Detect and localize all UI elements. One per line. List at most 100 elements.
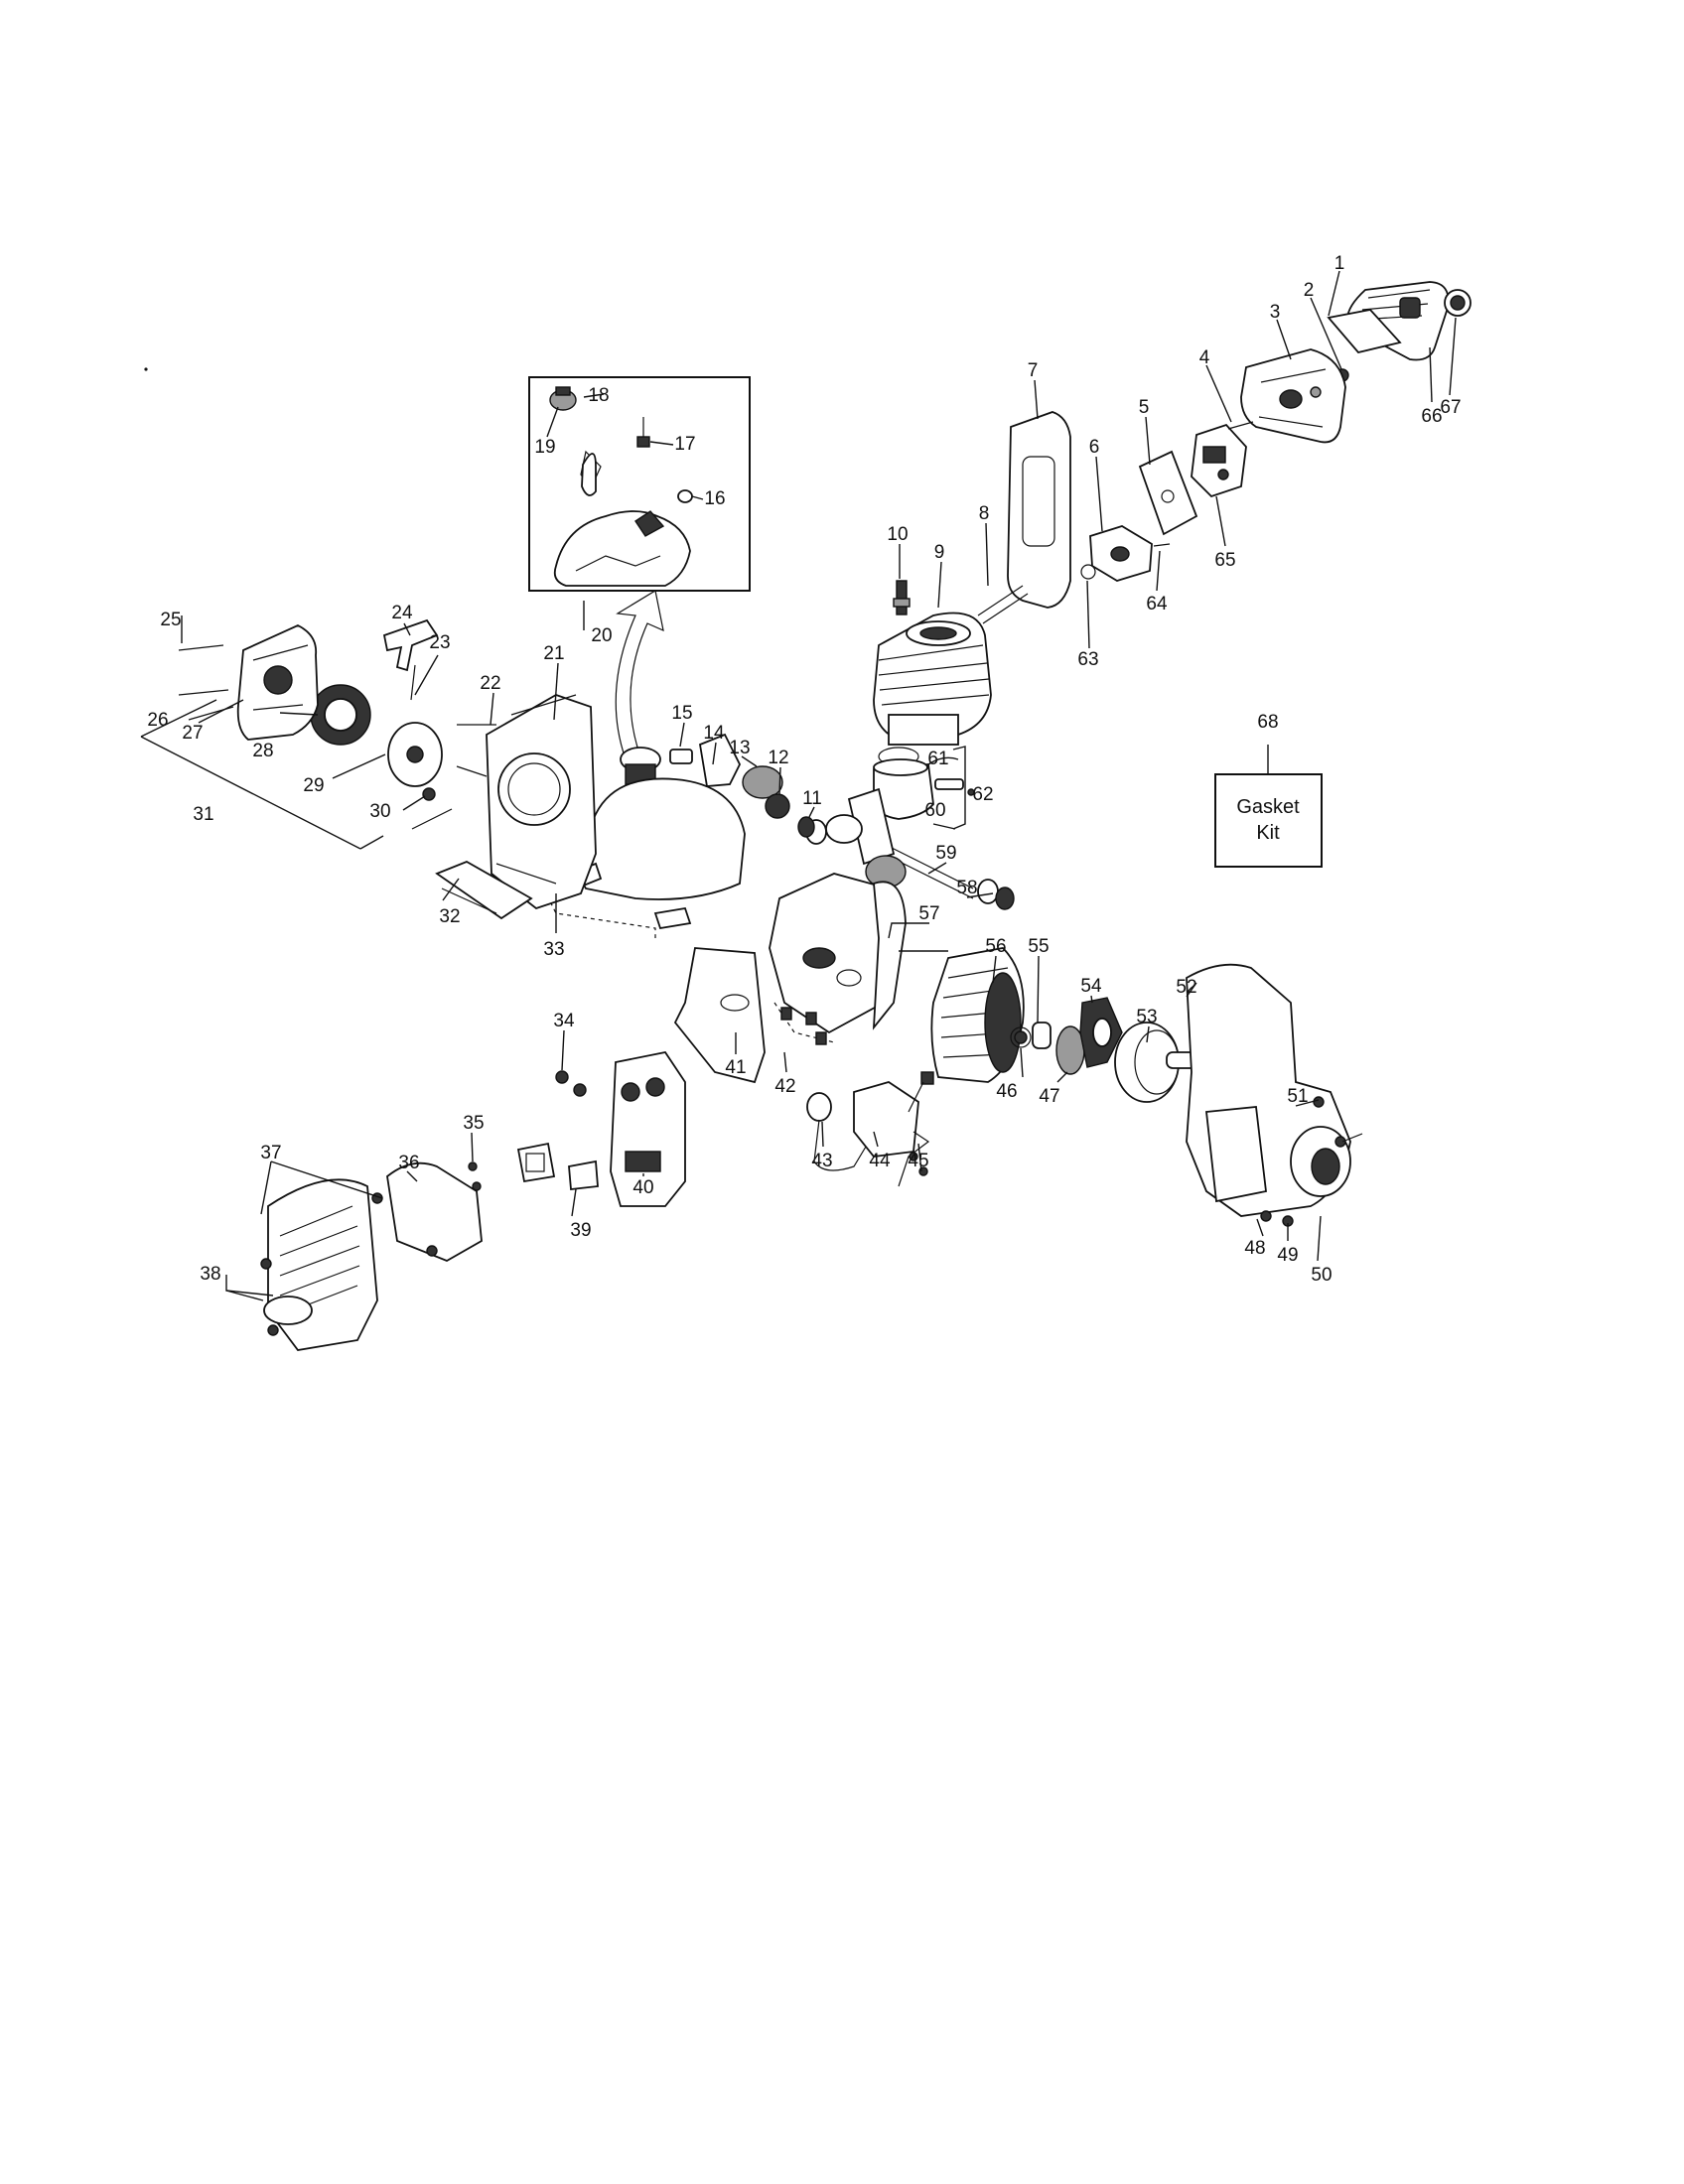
callout-68: 68 [1257, 712, 1278, 733]
callout-16: 16 [704, 488, 725, 509]
callout-7: 7 [1028, 360, 1039, 381]
callout-1: 1 [1334, 253, 1345, 274]
callout-47: 47 [1039, 1086, 1059, 1107]
bracket-lines [140, 601, 966, 850]
callout-labels: 1 2 3 4 5 6 7 8 9 10 11 12 13 14 15 16 1… [147, 253, 1461, 1286]
spark-arrestor-drawing [468, 1142, 599, 1191]
piston-drawing [873, 747, 975, 820]
starter-housing-drawing [486, 694, 597, 910]
callout-5: 5 [1139, 397, 1150, 418]
callout-20: 20 [591, 625, 612, 646]
primer-assembly-drawing [669, 733, 790, 819]
leader-lines [181, 270, 1457, 1301]
callout-17: 17 [674, 434, 695, 455]
callout-53: 53 [1136, 1007, 1157, 1027]
callout-55: 55 [1028, 936, 1049, 957]
callout-9: 9 [934, 542, 945, 563]
flywheel-drawing [930, 947, 1025, 1083]
callout-49: 49 [1277, 1245, 1298, 1266]
callout-65: 65 [1214, 550, 1235, 571]
callout-62: 62 [972, 784, 993, 805]
callout-39: 39 [570, 1220, 591, 1241]
callout-67: 67 [1440, 397, 1461, 418]
callout-52: 52 [1176, 977, 1196, 998]
callout-33: 33 [543, 939, 564, 960]
callout-10: 10 [887, 524, 908, 545]
gasket-kit-box: Gasket Kit [1214, 773, 1323, 868]
fuel-tank-inset-box [528, 376, 751, 592]
callout-14: 14 [703, 723, 725, 744]
clutch-assembly-drawing [1010, 997, 1123, 1075]
stray-dot [144, 367, 148, 371]
callout-35: 35 [463, 1113, 484, 1134]
callout-45: 45 [908, 1151, 928, 1171]
callout-57: 57 [918, 903, 939, 924]
callout-41: 41 [725, 1057, 746, 1078]
callout-2: 2 [1304, 280, 1315, 301]
callout-23: 23 [429, 632, 450, 653]
muffler-drawing [610, 1050, 686, 1207]
callout-28: 28 [252, 741, 273, 761]
callout-26: 26 [147, 710, 168, 731]
spark-plug-drawing [893, 580, 911, 615]
callout-29: 29 [303, 775, 324, 796]
callout-64: 64 [1146, 594, 1168, 614]
fuel-tank-inset-drawing [549, 386, 693, 587]
gasket-kit-line2: Kit [1256, 822, 1280, 844]
callout-59: 59 [935, 843, 956, 864]
crankcase-drawing [769, 873, 907, 1034]
recoil-starter-drawing [178, 618, 443, 787]
callout-6: 6 [1089, 437, 1100, 458]
callout-63: 63 [1077, 649, 1098, 670]
callout-15: 15 [671, 703, 692, 724]
callout-60: 60 [924, 800, 945, 821]
callout-37: 37 [260, 1143, 281, 1163]
callout-11: 11 [802, 788, 822, 809]
ignition-coil-drawing [806, 1071, 934, 1187]
callout-46: 46 [996, 1081, 1017, 1102]
callout-56: 56 [985, 936, 1006, 957]
callout-27: 27 [182, 723, 203, 744]
callout-12: 12 [768, 748, 788, 768]
filter-base-drawing [1240, 348, 1346, 444]
callout-54: 54 [1080, 976, 1102, 997]
callout-40: 40 [632, 1177, 653, 1198]
callout-38: 38 [200, 1264, 220, 1285]
callout-43: 43 [811, 1151, 832, 1171]
filter-element-drawing [1327, 309, 1402, 354]
gasket-kit-line1: Gasket [1236, 796, 1300, 818]
callout-51: 51 [1287, 1086, 1308, 1107]
muffler-cover-drawing [260, 1161, 483, 1351]
callout-13: 13 [729, 738, 750, 758]
heat-shield-drawing [555, 947, 835, 1097]
cylinder-drawing [873, 612, 992, 746]
callout-58: 58 [956, 878, 977, 898]
insulator-drawing [1007, 411, 1071, 609]
callout-8: 8 [979, 503, 990, 524]
callout-3: 3 [1270, 302, 1281, 323]
callout-19: 19 [534, 437, 555, 458]
curved-arrow-drawing [615, 590, 664, 765]
carb-gasket-drawing [1138, 450, 1198, 536]
clutch-housing-drawing [1186, 963, 1363, 1227]
bracket-drawing [435, 861, 533, 920]
callout-36: 36 [398, 1153, 419, 1173]
callout-30: 30 [369, 801, 390, 822]
bolt-drawing [977, 585, 1029, 624]
callout-42: 42 [774, 1076, 795, 1097]
knob-drawing [1444, 289, 1472, 317]
callout-50: 50 [1311, 1265, 1332, 1286]
callout-24: 24 [391, 603, 413, 623]
callout-25: 25 [160, 610, 181, 630]
callout-18: 18 [588, 385, 609, 406]
callout-48: 48 [1244, 1238, 1265, 1259]
carburetor-drawing [1191, 421, 1254, 498]
screws-drawing [411, 724, 496, 830]
callout-44: 44 [869, 1151, 891, 1171]
callout-32: 32 [439, 906, 460, 927]
callout-66: 66 [1421, 406, 1442, 427]
callout-21: 21 [543, 643, 564, 664]
intake-adapter-drawing [1080, 525, 1171, 582]
crankshaft-drawing [797, 787, 1015, 910]
